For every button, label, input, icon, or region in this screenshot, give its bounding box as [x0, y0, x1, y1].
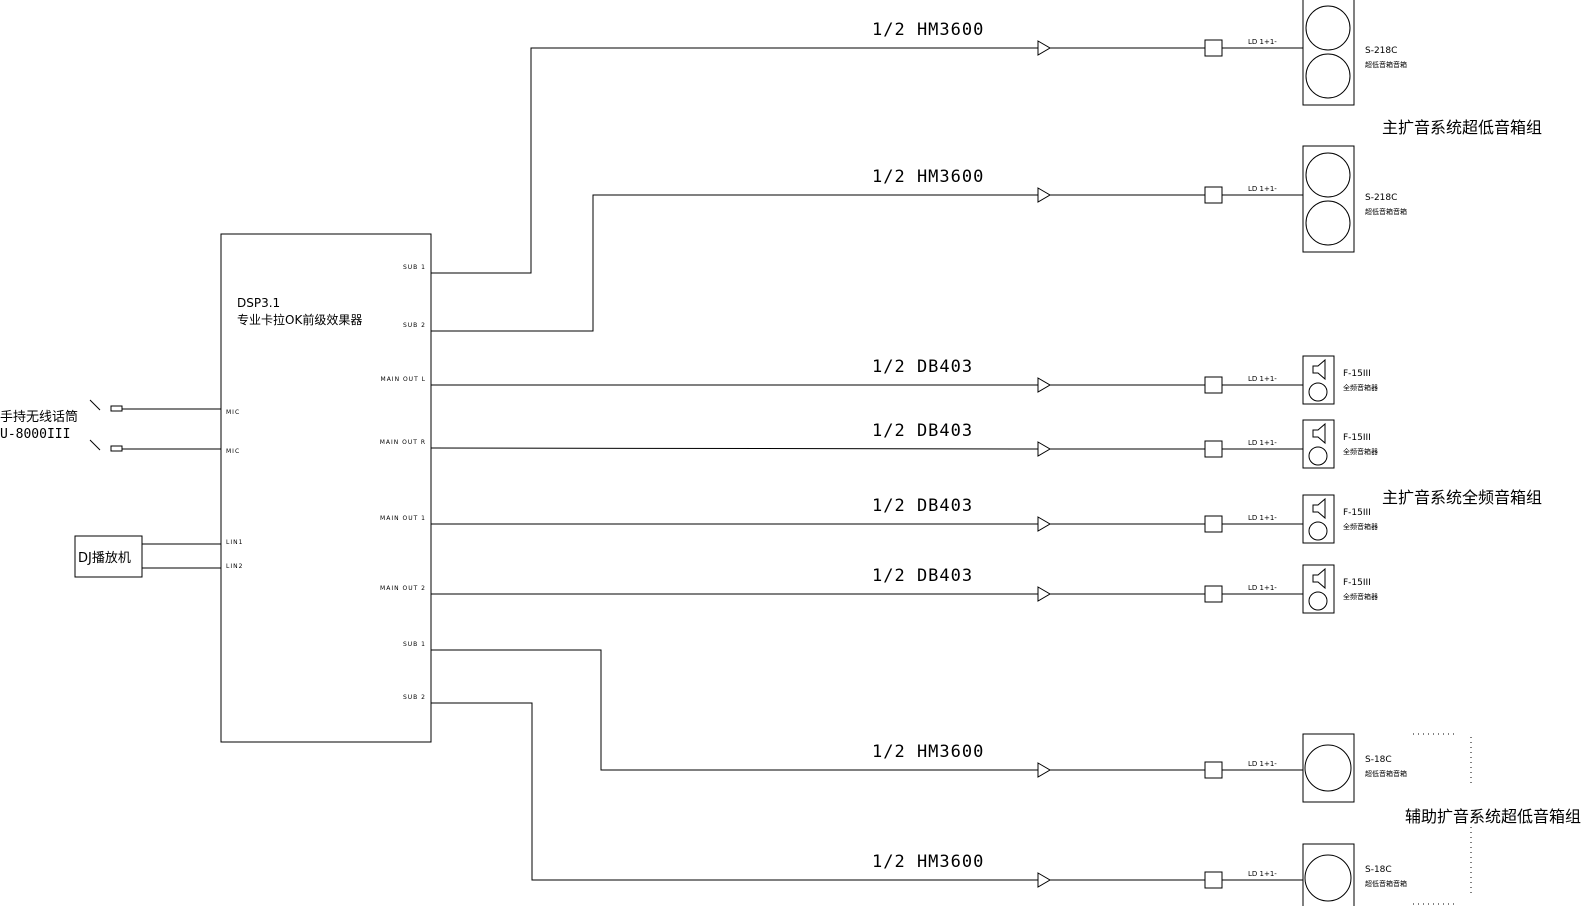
speaker-desc-label: 超低音箱音箱	[1365, 879, 1407, 888]
connector-box	[1204, 186, 1223, 204]
speaker-desc-label: 全频音箱器	[1343, 592, 1378, 601]
amplifier-triangle-icon	[1037, 377, 1051, 393]
connector-box	[1204, 515, 1223, 533]
amplifier-triangle-icon	[1037, 441, 1051, 457]
connector-label: LD 1+1-	[1248, 870, 1277, 878]
output-port-label: MAIN OUT 2	[380, 585, 426, 592]
amplifier-label: 1/2 HM3600	[872, 852, 984, 872]
amplifier-label: 1/2 DB403	[872, 357, 973, 377]
amplifier-label: 1/2 HM3600	[872, 20, 984, 40]
connector-box	[1204, 871, 1223, 889]
signal-wire	[430, 447, 1039, 450]
input-port-lin-2: LIN2	[226, 563, 243, 570]
connector-label: LD 1+1-	[1248, 375, 1277, 383]
speaker-desc-label: 全频音箱器	[1343, 383, 1378, 392]
connector-label: LD 1+1-	[1248, 185, 1277, 193]
amplifier-triangle-icon	[1037, 762, 1051, 778]
connector-box	[1204, 39, 1223, 57]
microphone-1	[89, 399, 221, 412]
amplifier-label: 1/2 DB403	[872, 566, 973, 586]
mic-model-label: U-8000III	[0, 427, 70, 442]
output-channel: SUB 1 1/2 HM3600 LD 1+1- S-218C 超低音箱音箱	[403, 0, 1407, 274]
microphone-2	[89, 439, 221, 452]
speaker-desc-label: 超低音箱音箱	[1365, 207, 1407, 216]
speaker-model-label: S-18C	[1365, 755, 1392, 765]
connector-box	[1204, 440, 1223, 458]
output-port-label: SUB 1	[403, 264, 426, 271]
speaker-model-label: S-218C	[1365, 46, 1397, 56]
dsp-processor-box	[220, 233, 432, 743]
signal-wire	[431, 194, 1038, 332]
input-port-mic-1: MIC	[226, 409, 240, 416]
output-channel: SUB 2 1/2 HM3600 LD 1+1- S-18C 超低音箱音箱	[403, 694, 1407, 906]
amplifier-label: 1/2 DB403	[872, 421, 973, 441]
full-range-speaker-icon	[1302, 419, 1335, 469]
amplifier-label: 1/2 HM3600	[872, 167, 984, 187]
mic-label: 手持无线话筒	[0, 409, 78, 425]
dsp-description-label: 专业卡拉OK前级效果器	[237, 312, 362, 327]
speaker-model-label: S-18C	[1365, 865, 1392, 875]
output-channels: SUB 1 1/2 HM3600 LD 1+1- S-218C 超低音箱音箱 SUB 2 1…	[380, 0, 1407, 906]
group-label-main-sub: 主扩音系统超低音箱组	[1382, 118, 1542, 137]
output-channel: MAIN OUT L 1/2 DB403 LD 1+1- F-15III 全频音箱器	[381, 355, 1378, 405]
speaker-model-label: S-218C	[1365, 193, 1397, 203]
connector-label: LD 1+1-	[1248, 439, 1277, 447]
connector-label: LD 1+1-	[1248, 38, 1277, 46]
speaker-model-label: F-15III	[1343, 508, 1371, 518]
input-port-lin-1: LIN1	[226, 539, 243, 546]
input-port-mic-2: MIC	[226, 448, 240, 455]
output-port-label: MAIN OUT R	[380, 439, 426, 446]
speaker-desc-label: 全频音箱器	[1343, 447, 1378, 456]
output-channel: MAIN OUT R 1/2 DB403 LD 1+1- F-15III 全频音箱器	[380, 419, 1378, 469]
group-label-main-full: 主扩音系统全频音箱组	[1382, 488, 1542, 507]
connector-label: LD 1+1-	[1248, 760, 1277, 768]
amplifier-triangle-icon	[1037, 872, 1051, 888]
connector-box	[1204, 761, 1223, 779]
speaker-desc-label: 全频音箱器	[1343, 522, 1378, 531]
connector-label: LD 1+1-	[1248, 584, 1277, 592]
signal-wire	[431, 649, 1038, 771]
output-channel: MAIN OUT 1 1/2 DB403 LD 1+1- F-15III 全频音箱器	[380, 494, 1378, 544]
speaker-desc-label: 超低音箱音箱	[1365, 60, 1407, 69]
output-port-label: SUB 2	[403, 322, 426, 329]
amplifier-label: 1/2 HM3600	[872, 742, 984, 762]
output-port-label: SUB 2	[403, 694, 426, 701]
speaker-model-label: F-15III	[1343, 578, 1371, 588]
signal-wire	[431, 702, 1038, 881]
connector-box	[1204, 585, 1223, 603]
aux-extension-dots	[1413, 733, 1472, 905]
output-port-label: MAIN OUT L	[381, 376, 426, 383]
dsp-model-label: DSP3.1	[237, 296, 280, 310]
output-channel: SUB 2 1/2 HM3600 LD 1+1- S-218C 超低音箱音箱	[403, 145, 1407, 332]
output-channel: SUB 1 1/2 HM3600 LD 1+1- S-18C 超低音箱音箱	[403, 641, 1407, 803]
connector-label: LD 1+1-	[1248, 514, 1277, 522]
dj-player-box	[74, 535, 143, 578]
output-port-label: SUB 1	[403, 641, 426, 648]
amplifier-label: 1/2 DB403	[872, 496, 973, 516]
amplifier-triangle-icon	[1037, 187, 1051, 203]
speaker-desc-label: 超低音箱音箱	[1365, 769, 1407, 778]
amplifier-triangle-icon	[1037, 40, 1051, 56]
dj-player-label: DJ播放机	[78, 551, 131, 566]
speaker-model-label: F-15III	[1343, 433, 1371, 443]
output-channel: MAIN OUT 2 1/2 DB403 LD 1+1- F-15III 全频音箱器	[380, 564, 1378, 614]
group-label-aux-sub: 辅助扩音系统超低音箱组	[1405, 807, 1581, 826]
connector-box	[1204, 376, 1223, 394]
signal-wire	[431, 47, 1038, 274]
amplifier-triangle-icon	[1037, 586, 1051, 602]
output-port-label: MAIN OUT 1	[380, 515, 426, 522]
speaker-model-label: F-15III	[1343, 369, 1371, 379]
amplifier-triangle-icon	[1037, 516, 1051, 532]
